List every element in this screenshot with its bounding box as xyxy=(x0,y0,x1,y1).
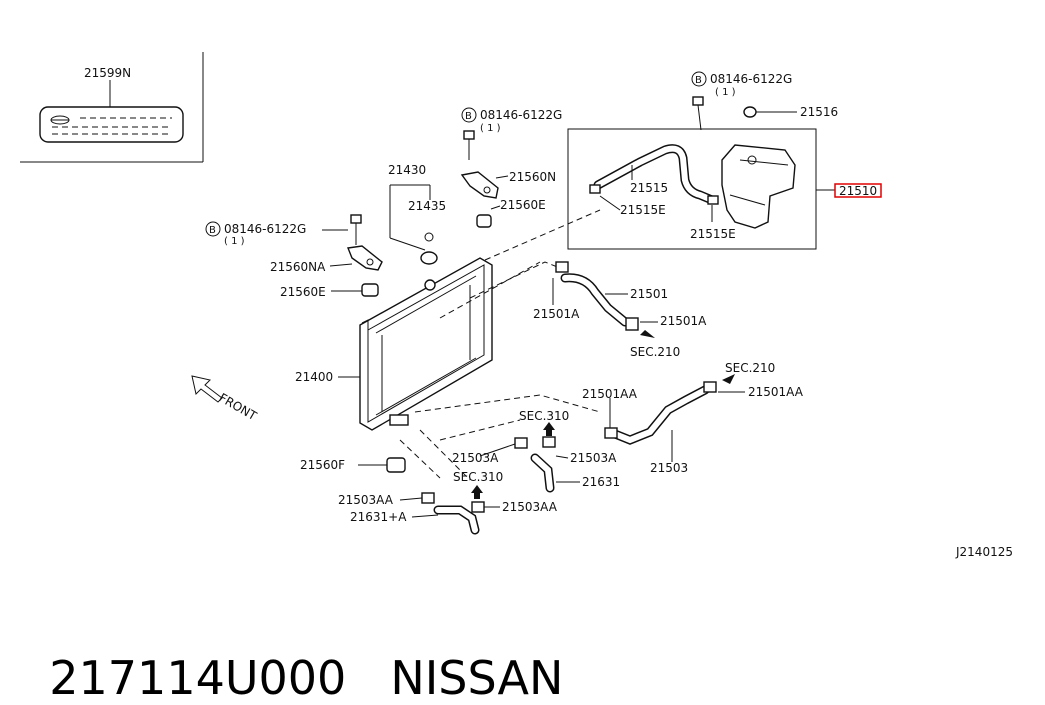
label-plate-group: 21599N xyxy=(20,52,204,163)
svg-text:SEC.210: SEC.210 xyxy=(630,345,680,359)
svg-text:( 1 ): ( 1 ) xyxy=(480,123,501,134)
reservoir-tank xyxy=(721,144,796,229)
svg-text:21501AA: 21501AA xyxy=(582,387,638,401)
upper-hose-21501: 21501 21501A 21501A SEC.210 xyxy=(533,261,707,359)
parts-diagram: 21599N B 08146-6122G ( 1 ) 21516 21515 2… xyxy=(20,52,1013,559)
mount-21560e-top: 21560E xyxy=(476,198,546,228)
svg-text:( 1 ): ( 1 ) xyxy=(224,236,245,247)
svg-text:B: B xyxy=(209,225,216,236)
svg-text:21631: 21631 xyxy=(582,475,620,489)
bolt-top-right: B 08146-6122G ( 1 ) xyxy=(691,71,792,131)
svg-text:21560E: 21560E xyxy=(500,198,546,212)
svg-text:21503: 21503 xyxy=(650,461,688,475)
svg-text:08146-6122G: 08146-6122G xyxy=(710,72,792,86)
svg-text:SEC.310: SEC.310 xyxy=(453,470,503,484)
svg-text:21501: 21501 xyxy=(630,287,668,301)
cap-group-21430: 21430 21435 xyxy=(388,163,446,265)
lower-hose-21503: SEC.210 21501AA 21501AA 21503 xyxy=(582,361,804,475)
svg-text:FRONT: FRONT xyxy=(217,390,260,423)
svg-text:21560F: 21560F xyxy=(300,458,345,472)
reservoir-box xyxy=(567,128,817,250)
svg-text:21503A: 21503A xyxy=(570,451,617,465)
svg-text:21435: 21435 xyxy=(408,199,446,213)
svg-text:21400: 21400 xyxy=(295,370,333,384)
svg-text:21503AA: 21503AA xyxy=(502,500,558,514)
dashed-connectors xyxy=(399,209,601,481)
svg-text:21501A: 21501A xyxy=(533,307,580,321)
svg-text:21560N: 21560N xyxy=(509,170,556,184)
bracket-21560na: 21560NA xyxy=(270,245,383,274)
radiator-cap xyxy=(420,251,438,265)
svg-text:( 1 ): ( 1 ) xyxy=(715,87,736,98)
svg-text:B: B xyxy=(695,75,702,86)
svg-text:21501A: 21501A xyxy=(660,314,707,328)
label-plate xyxy=(39,106,184,143)
svg-text:B: B xyxy=(465,111,472,122)
part-21510-highlight[interactable]: 21510 xyxy=(816,183,882,198)
svg-text:21515E: 21515E xyxy=(690,227,736,241)
reservoir-cap: 21516 xyxy=(743,105,838,119)
brand-name: NISSAN xyxy=(390,651,564,705)
svg-text:21515E: 21515E xyxy=(620,203,666,217)
bolt-center-top: B 08146-6122G ( 1 ) xyxy=(461,107,562,160)
footer: 217114U000 NISSAN xyxy=(20,597,607,705)
diagram-code: J2140125 xyxy=(955,545,1013,559)
hose-21631a: SEC.310 21503AA 21503AA 21631+A xyxy=(338,470,558,535)
bolt-left: B 08146-6122G ( 1 ) xyxy=(205,214,362,247)
svg-text:21515: 21515 xyxy=(630,181,668,195)
svg-text:21501AA: 21501AA xyxy=(748,385,804,399)
label-21599n: 21599N xyxy=(84,66,131,80)
clamp-21503a-left: 21503A xyxy=(452,437,528,465)
part-number: 217114U000 xyxy=(49,651,347,705)
reservoir-hose: 21515 21515E 21515E xyxy=(589,144,736,241)
svg-text:21510: 21510 xyxy=(839,184,877,198)
svg-text:21516: 21516 xyxy=(800,105,838,119)
radiator-21400: 21400 xyxy=(295,257,493,431)
svg-text:SEC.310: SEC.310 xyxy=(519,409,569,423)
svg-text:21631+A: 21631+A xyxy=(350,510,407,524)
svg-text:08146-6122G: 08146-6122G xyxy=(480,108,562,122)
svg-text:21503A: 21503A xyxy=(452,451,499,465)
svg-text:21430: 21430 xyxy=(388,163,426,177)
mount-21560f: 21560F xyxy=(300,457,406,473)
bracket-21560n: 21560N xyxy=(460,170,556,199)
svg-text:21560E: 21560E xyxy=(280,285,326,299)
svg-text:21560NA: 21560NA xyxy=(270,260,326,274)
svg-text:21503AA: 21503AA xyxy=(338,493,394,507)
front-arrow: FRONT xyxy=(191,375,260,423)
bypass-hose-21631: SEC.310 21503A 21631 xyxy=(519,409,620,493)
svg-text:SEC.210: SEC.210 xyxy=(725,361,775,375)
svg-text:08146-6122G: 08146-6122G xyxy=(224,222,306,236)
mount-21560e-left: 21560E xyxy=(280,283,379,299)
